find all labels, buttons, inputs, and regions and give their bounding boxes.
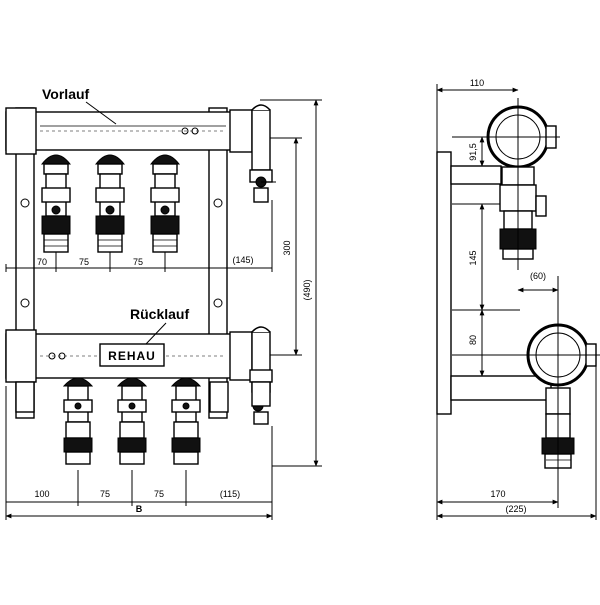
supply-valve bbox=[40, 154, 72, 253]
return-leader bbox=[145, 322, 167, 345]
mount-hole bbox=[213, 198, 223, 208]
side-dim-225: (225) bbox=[505, 504, 526, 514]
side-dim-60: (60) bbox=[530, 271, 546, 281]
lower-arm bbox=[450, 375, 552, 401]
dim-300: 300 bbox=[282, 240, 292, 255]
return-valve bbox=[62, 377, 94, 465]
return-valves bbox=[62, 377, 202, 465]
dim-75: 75 bbox=[100, 489, 110, 499]
supply-manifold-bar bbox=[5, 107, 253, 155]
return-end-fitting bbox=[249, 326, 273, 425]
mount-hole bbox=[20, 298, 30, 308]
return-drain-left bbox=[15, 381, 229, 413]
supply-label: Vorlauf bbox=[42, 86, 90, 102]
upper-arm bbox=[450, 165, 502, 185]
front-view: REHAU bbox=[5, 86, 322, 520]
supply-valves bbox=[40, 154, 181, 253]
supply-valve bbox=[94, 154, 126, 253]
supply-valve bbox=[149, 154, 181, 253]
dim-115: (115) bbox=[220, 489, 240, 499]
dim-70: 70 bbox=[37, 257, 47, 267]
supply-leader bbox=[85, 101, 117, 125]
dim-75: 75 bbox=[154, 489, 164, 499]
side-dim-170: 170 bbox=[490, 489, 505, 499]
top-dimension-chain: 70 75 75 (145) bbox=[5, 200, 273, 272]
width-symbol: B bbox=[136, 504, 143, 514]
bottom-dimension-chain: 100 75 75 (115) B bbox=[5, 386, 273, 520]
side-view: 110 91,5 145 80 (60) 170 (225) bbox=[436, 78, 600, 520]
dim-145: (145) bbox=[232, 255, 253, 265]
brand-label: REHAU bbox=[108, 349, 156, 363]
dim-75: 75 bbox=[79, 257, 89, 267]
brand-plate bbox=[99, 343, 165, 367]
mount-hole bbox=[213, 298, 223, 308]
dim-75: 75 bbox=[133, 257, 143, 267]
dim-490: (490) bbox=[302, 279, 312, 300]
return-valve bbox=[170, 377, 202, 465]
wall-plate bbox=[436, 151, 452, 415]
side-dim-91-5: 91,5 bbox=[468, 143, 478, 161]
side-dim-80: 80 bbox=[468, 335, 478, 345]
side-dim-110: 110 bbox=[470, 78, 484, 88]
return-label: Rücklauf bbox=[130, 306, 189, 322]
return-manifold-bar: REHAU bbox=[5, 329, 253, 383]
supply-end-fitting bbox=[249, 104, 276, 203]
side-dim-145: 145 bbox=[468, 250, 478, 265]
dim-100: 100 bbox=[34, 489, 49, 499]
return-valve bbox=[116, 377, 148, 465]
vertical-dimensions: 300 (490) bbox=[260, 99, 322, 467]
mount-hole bbox=[20, 198, 30, 208]
